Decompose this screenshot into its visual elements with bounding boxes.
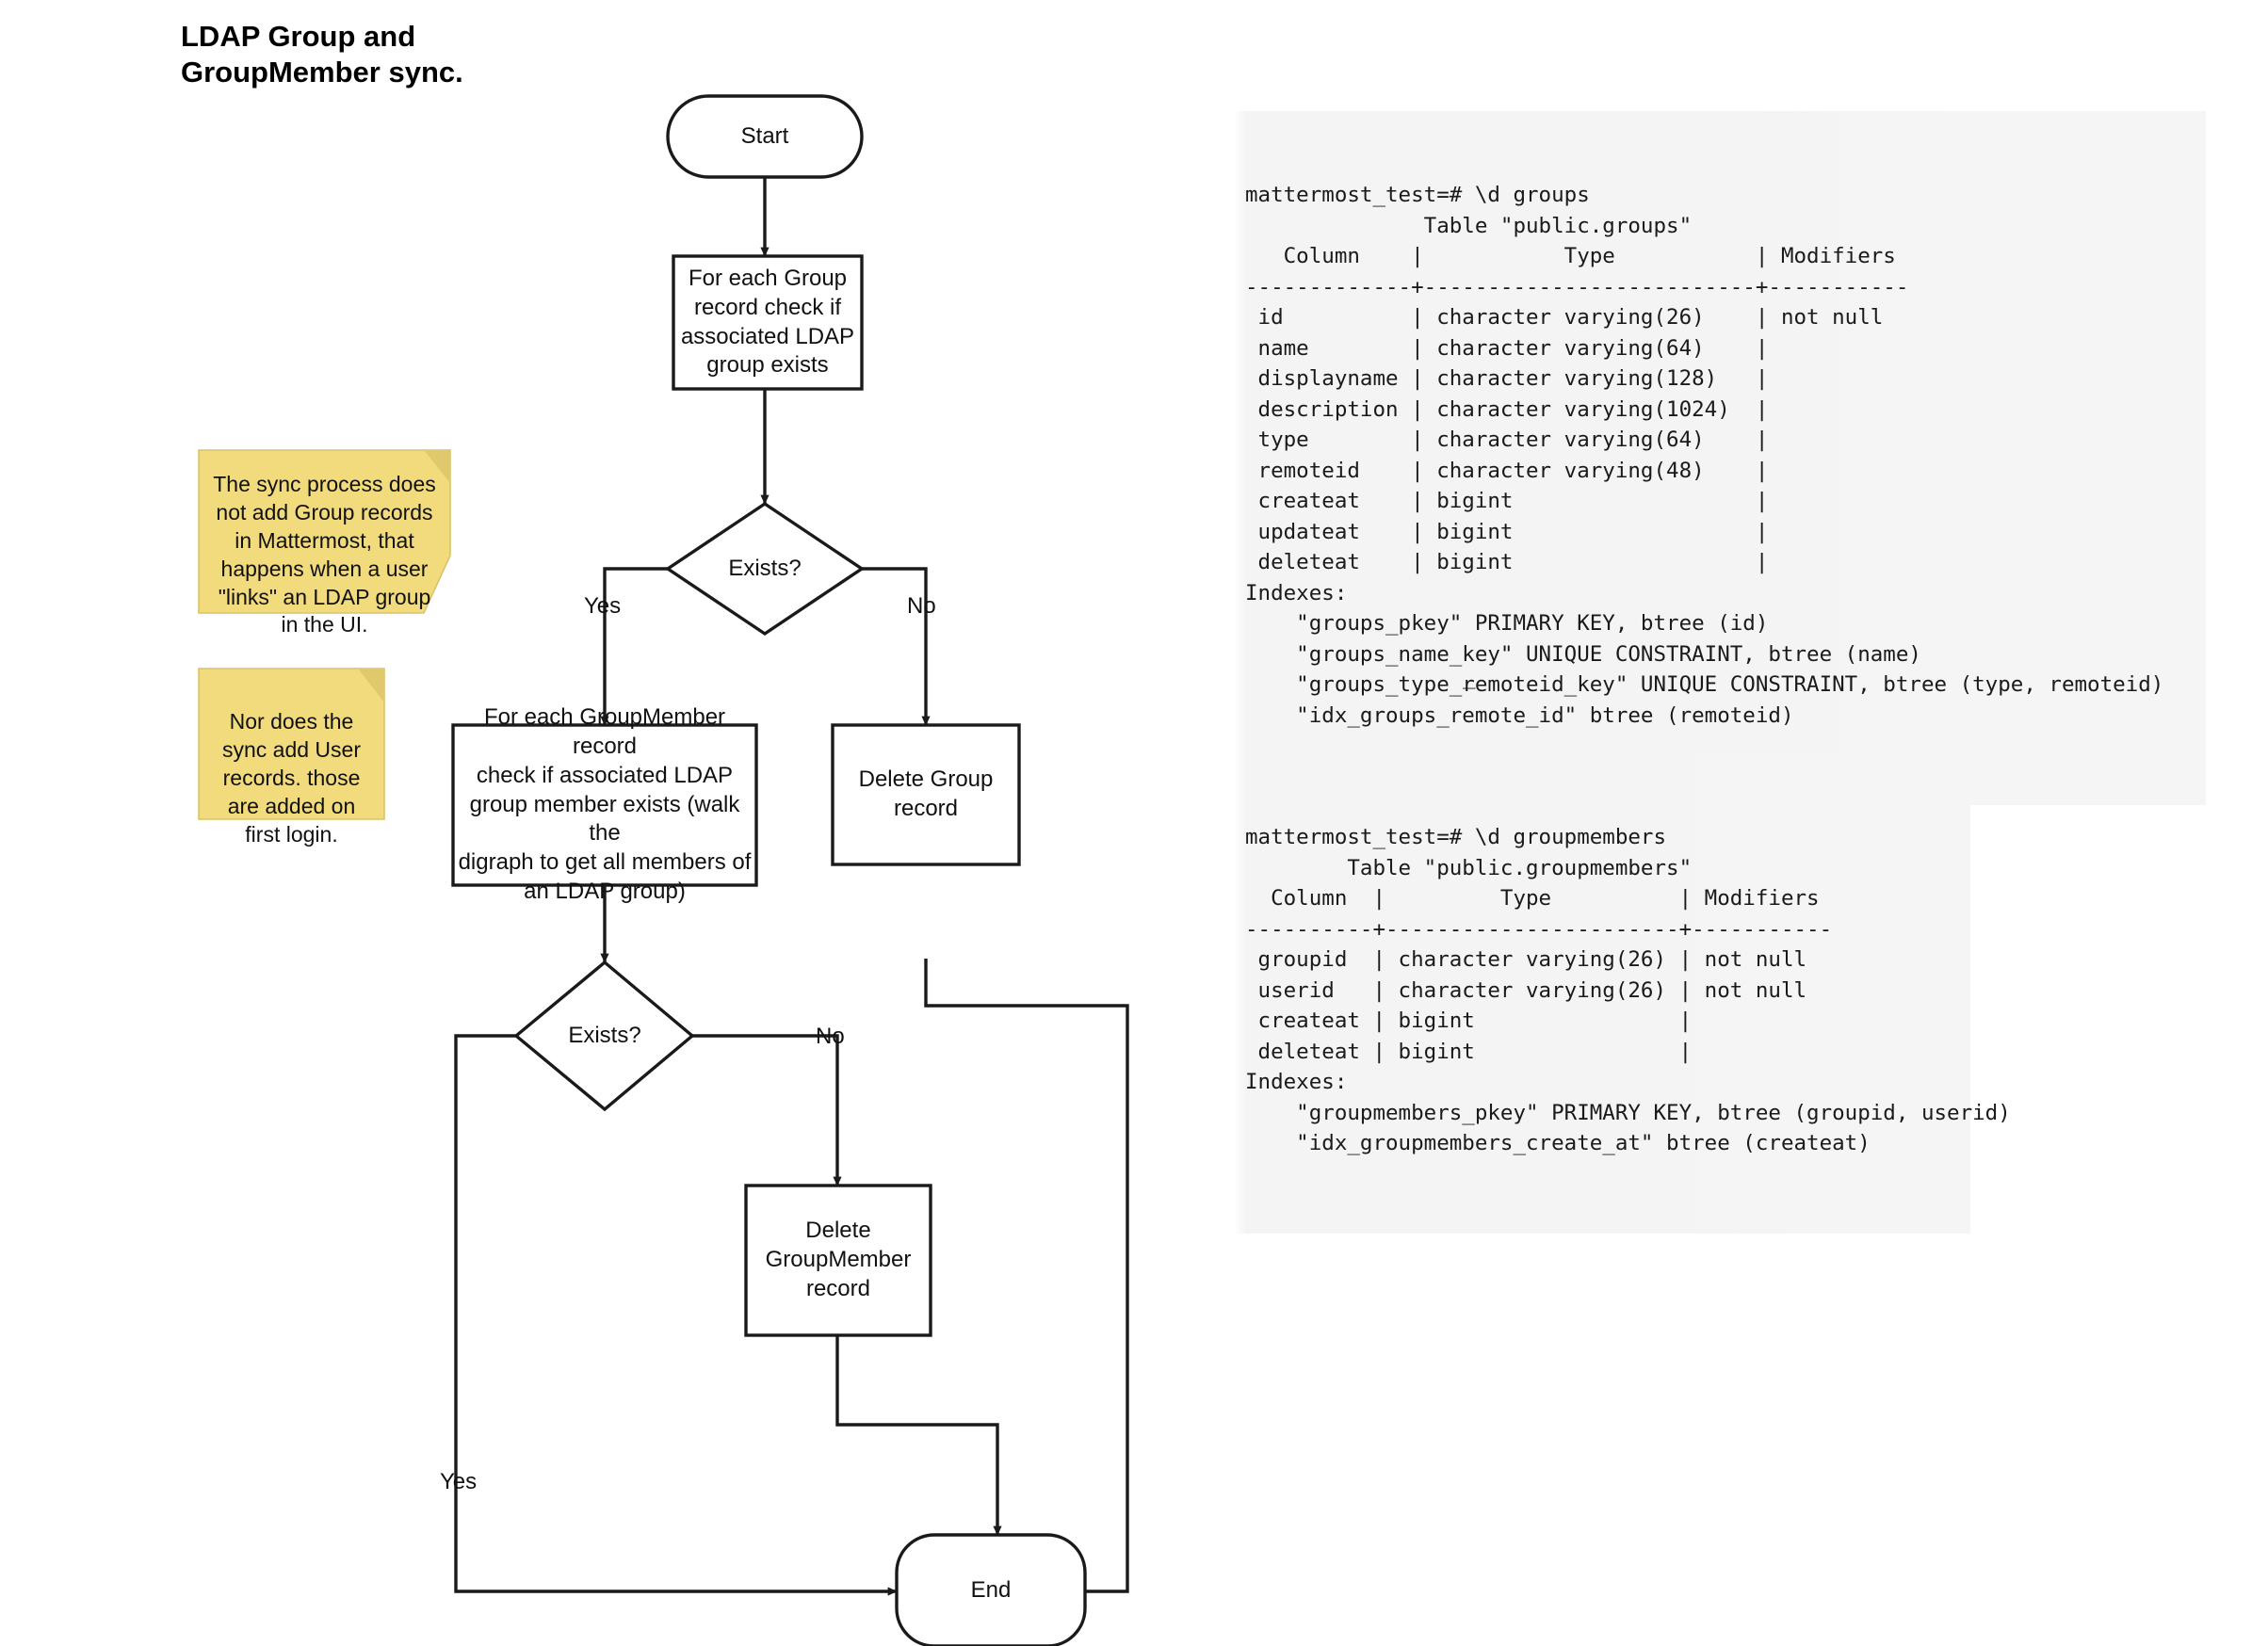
node-decision1-shape	[664, 501, 866, 637]
terminal-line: mattermost_test=# \d groups	[1245, 183, 1590, 207]
node-decision2-shape	[513, 960, 695, 1112]
terminal-groupmembers: mattermost_test=# \d groupmembers Table …	[1234, 753, 2011, 1234]
edge-label-decision1-no: No	[907, 593, 936, 619]
edge-label-decision2-yes: Yes	[440, 1469, 478, 1494]
edge-label-decision1-yes: Yes	[584, 593, 622, 619]
terminal-line: Table "public.groupmembers"	[1245, 855, 1693, 880]
edge-label-decision2-no: No	[816, 1024, 845, 1049]
terminal-line: "groups_type_remoteid_key" UNIQUE CONSTR…	[1245, 672, 2164, 697]
terminal-line: groupid | character varying(26) | not nu…	[1245, 947, 1807, 972]
terminal-line: type | character varying(64) |	[1245, 428, 1769, 452]
sticky-note-2: Nor does the sync add User records. thos…	[199, 669, 384, 847]
terminal-groups: mattermost_test=# \d groups Table "publi…	[1234, 111, 2206, 805]
terminal-line: mattermost_test=# \d groupmembers	[1245, 825, 1667, 849]
sticky-note-2-shape	[198, 668, 385, 820]
terminal-groups-lines: mattermost_test=# \d groups Table "publi…	[1245, 180, 2196, 731]
terminal-line: updateat | bigint |	[1245, 519, 1769, 544]
terminal-line: "groups_pkey" PRIMARY KEY, btree (id)	[1245, 611, 1769, 636]
terminal-line: createat | bigint |	[1245, 489, 1769, 513]
terminal-line: -------------+--------------------------…	[1245, 274, 1909, 299]
terminal-line: description | character varying(1024) |	[1245, 396, 1769, 422]
terminal-line: Indexes:	[1245, 1070, 1348, 1094]
terminal-groupmembers-lines: mattermost_test=# \d groupmembers Table …	[1245, 822, 2011, 1159]
terminal-line: Table "public.groups"	[1245, 213, 1693, 238]
sticky-note-1-shape	[198, 449, 451, 614]
node-end-shape	[895, 1533, 1087, 1646]
sticky-note-2-text: Nor does the sync add User records. thos…	[221, 709, 361, 847]
sticky-note-1: The sync process does not add Group reco…	[199, 450, 450, 637]
terminal-line: "groupmembers_pkey" PRIMARY KEY, btree (…	[1245, 1100, 2011, 1125]
terminal-line: "idx_groupmembers_create_at" btree (crea…	[1245, 1131, 1871, 1155]
terminal-line: Column | Type | Modifiers	[1245, 886, 1820, 911]
edge-decision1-no	[862, 567, 931, 726]
terminal-line: ----------+-----------------------+-----…	[1245, 916, 1833, 942]
terminal-groups-cursor: _	[1463, 665, 1476, 689]
node-check-group-shape	[672, 254, 864, 391]
node-delete-group-shape	[831, 723, 1021, 866]
node-check-groupmember-shape	[451, 723, 758, 887]
terminal-line: deleteat | bigint |	[1245, 550, 1769, 574]
terminal-line: "groups_name_key" UNIQUE CONSTRAINT, btr…	[1245, 641, 1921, 667]
node-delete-groupmember-shape	[744, 1184, 932, 1337]
node-start-shape	[666, 94, 864, 179]
terminal-line: Indexes:	[1245, 580, 1348, 605]
terminal-line: Column | Type | Modifiers	[1245, 244, 1896, 268]
edge-delete-group-to-end	[924, 959, 1129, 1596]
terminal-line: userid | character varying(26) | not nul…	[1245, 977, 1807, 1003]
terminal-line: name | character varying(64) |	[1245, 335, 1769, 361]
sticky-note-1-text: The sync process does not add Group reco…	[213, 472, 436, 637]
terminal-line: deleteat | bigint |	[1245, 1039, 1693, 1064]
terminal-line: "idx_groups_remote_id" btree (remoteid)	[1245, 702, 1794, 728]
edge-decision1-yes	[600, 567, 668, 726]
page-title: LDAP Group and GroupMember sync.	[181, 20, 463, 89]
edge-decision2-no	[692, 1034, 842, 1186]
terminal-line: displayname | character varying(128) |	[1245, 366, 1769, 391]
edge-decision2-yes	[454, 1034, 898, 1596]
edge-delete-groupmember-to-end	[835, 1335, 1002, 1536]
terminal-line: id | character varying(26) | not null	[1245, 305, 1884, 330]
terminal-line: remoteid | character varying(48) |	[1245, 458, 1769, 483]
terminal-line: createat | bigint |	[1245, 1009, 1693, 1033]
